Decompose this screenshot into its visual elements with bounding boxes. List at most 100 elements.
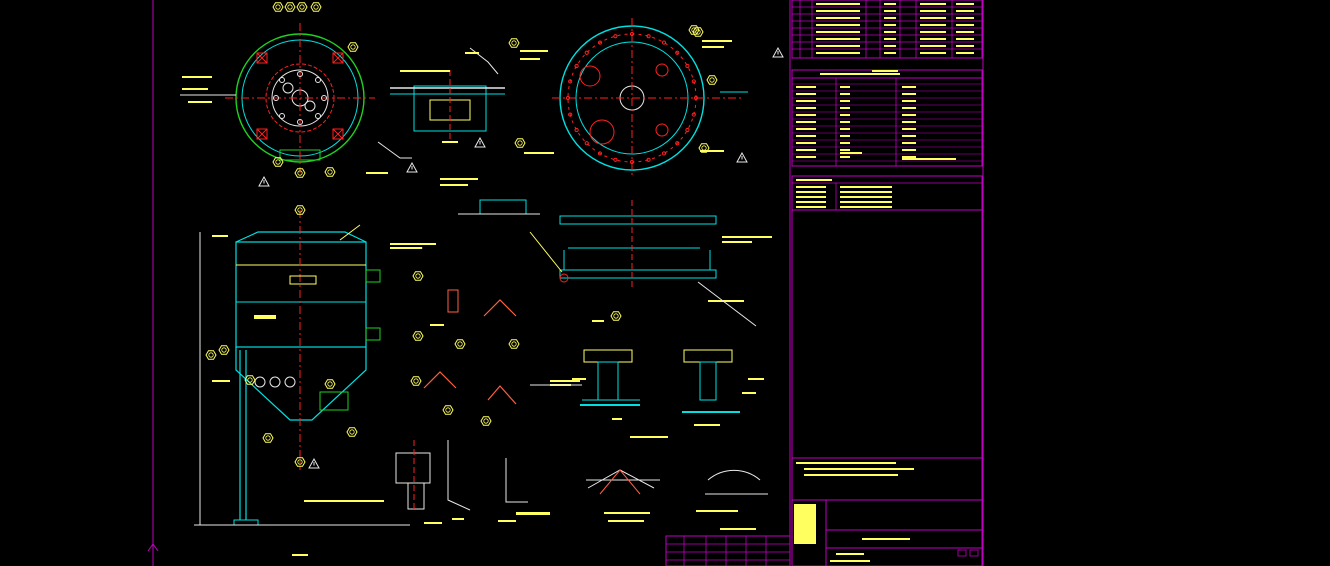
hexagon-balloon-icon [294,205,306,215]
text-label [840,149,850,151]
bolt-hole [321,95,327,101]
warning-triangle [772,46,784,58]
warning-triangle-icon [258,175,270,187]
hexagon-balloon-icon [294,168,306,178]
text-label [840,196,892,198]
weld-groove [487,385,517,405]
drawing-polyline [377,141,412,159]
hexagon-balloon-icon [284,2,296,12]
opening-manhole [589,119,615,145]
text-label [840,100,850,102]
text-label [796,201,826,203]
text-label [816,45,860,47]
section-detail-a [366,47,505,174]
balloon-inner-circle [265,435,271,441]
hexagon-balloon-icon [688,25,700,35]
text-label [796,114,816,116]
balloon-inner-circle [511,40,517,46]
text-label [796,179,832,181]
balloon-inner-circle [313,4,319,10]
text-label [956,24,974,26]
warning-triangle [736,151,748,163]
hexagon-shape [205,350,217,360]
hexagon-balloon-icon [508,38,520,48]
balloon-inner-circle [349,429,355,435]
bolt-hole [661,151,667,156]
text-label [884,52,896,54]
bolt-hole [685,63,690,69]
lug-square [256,128,268,140]
text-label [390,247,423,249]
text-label [840,121,850,123]
hexagon-balloon-icon [454,339,466,349]
text-label [702,46,724,48]
pipe-detail [395,452,431,484]
balloon-inner-circle [613,313,619,319]
bolt-hole [646,157,651,162]
lug-square [332,128,344,140]
bolt-hole [297,119,303,125]
text-label [572,378,586,380]
balloon-inner-circle [511,341,517,347]
text-label [465,52,479,54]
balloon-inner-circle [297,207,303,213]
nozzle-n2 [304,100,316,112]
leg-top-plate [583,349,633,363]
bolt-hole [691,79,696,84]
text-label [884,3,896,5]
text-label [796,107,816,109]
text-label [696,510,738,512]
text-label [902,149,916,151]
weld-groove [483,299,517,317]
text-label [550,380,580,382]
text-label [520,58,540,60]
text-label [840,135,850,137]
vessel-elevation-view [194,210,436,556]
text-label [920,24,946,26]
hexagon-shape [272,2,284,12]
hexagon-shape [296,2,308,12]
text-label [592,320,604,322]
hexagon-shape [324,379,336,389]
text-label [796,93,816,95]
section-body [413,85,487,132]
hexagon-balloon-icon [514,138,526,148]
leg-top-plate-2 [683,349,733,363]
lug-square [256,52,268,64]
notes-frame [791,457,983,501]
text-label [440,178,478,180]
hexagon-balloon-icon [442,405,454,415]
bolt-hole [597,151,603,156]
hexagon-balloon-icon [310,2,322,12]
text-label [816,17,860,19]
cone-nozzle [319,391,349,411]
nozzle-detail-views [423,178,772,405]
warning-triangle [258,175,270,187]
hexagon-shape [412,331,424,341]
text-label [796,462,896,464]
text-label [722,241,752,243]
balloon-inner-circle [287,4,293,10]
drawing-views [180,18,772,556]
bolt-hole [646,34,651,39]
drawing-line [332,128,344,140]
bolt-hole [297,71,303,77]
bolt-hole [693,95,699,101]
bolt-hole [565,95,571,101]
text-label [956,10,974,12]
support-leg-details [530,349,764,438]
text-label [884,31,896,33]
text-label [524,152,554,154]
text-label [840,156,850,158]
text-label [956,45,974,47]
text-label [836,553,864,555]
drawing-rect [957,549,967,557]
text-label [722,236,772,238]
text-label [498,520,516,522]
bolt-hole [574,63,579,69]
text-label [840,93,850,95]
hexagon-shape [480,416,492,426]
balloon-inner-circle [327,169,333,175]
hexagon-shape [310,2,322,12]
